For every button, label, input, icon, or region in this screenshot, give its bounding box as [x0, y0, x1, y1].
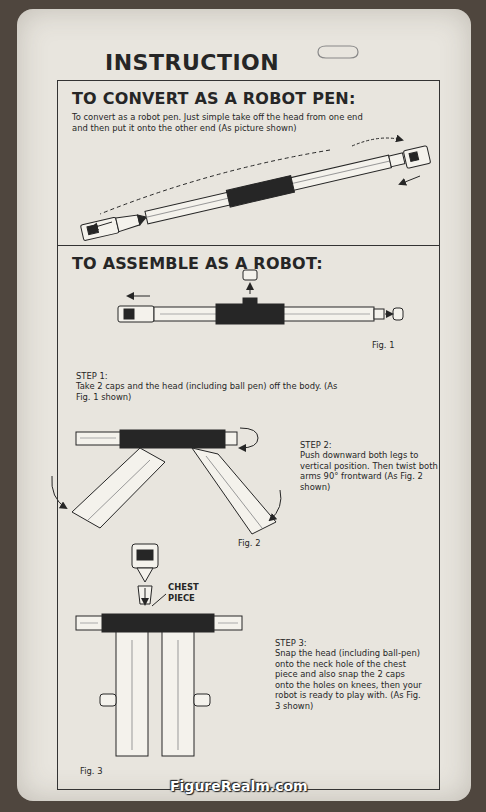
step-heading: STEP 1:	[76, 371, 108, 382]
fig3-robot-part	[218, 623, 238, 624]
instruction-panel: TO CONVERT AS A ROBOT PEN: To convert as …	[57, 80, 440, 246]
pen-drawing-part	[87, 225, 99, 235]
fig2-robot-part	[192, 448, 276, 534]
instruction-text: To convert as a robot pen. Just simple t…	[72, 112, 372, 133]
pen-drawing-part	[116, 213, 141, 232]
fig2-robot-part	[72, 448, 165, 528]
fig2-robot	[52, 428, 281, 534]
pen-drawing-part	[389, 153, 405, 167]
step-heading: STEP 2:	[300, 440, 332, 451]
fig1-pen-part	[124, 309, 134, 319]
step-heading: STEP 3:	[275, 638, 307, 649]
moving-head	[92, 138, 431, 228]
fig3-robot	[76, 544, 242, 756]
step-text: Snap the head (including ball-pen) onto …	[275, 648, 425, 711]
fig3-robot-part	[138, 586, 152, 604]
fig2-robot-part	[206, 456, 262, 528]
fig2-robot-part	[120, 430, 225, 448]
fig3-robot-part	[137, 550, 153, 560]
pen-drawing-part	[80, 217, 119, 241]
fig3-robot-part	[145, 588, 146, 604]
section-heading: TO ASSEMBLE AS A ROBOT:	[72, 254, 323, 273]
pen-drawing	[80, 150, 405, 241]
fig1-pen-part	[250, 284, 251, 294]
moving-head-part	[400, 176, 420, 184]
instruction-panel: TO ASSEMBLE AS A ROBOT:	[57, 245, 440, 790]
fig2-robot-part	[52, 476, 66, 508]
fig2-robot-part	[270, 490, 281, 520]
hanger-hole-part	[318, 46, 358, 58]
part-label: CHEST PIECE	[168, 582, 212, 603]
figure-label: Fig. 2	[238, 538, 261, 549]
fig2-robot-part	[225, 432, 237, 445]
figure-label: Fig. 3	[80, 766, 103, 777]
fig2-robot-part	[76, 432, 120, 445]
page-title: INSTRUCTION	[105, 50, 279, 75]
fig3-robot-part	[152, 594, 166, 606]
fig3-robot-part	[116, 632, 148, 756]
watermark: FigureRealm.com	[170, 778, 308, 796]
fig3-robot-part	[132, 544, 158, 568]
fig1-pen-part	[118, 306, 154, 322]
fig1-pen-part	[385, 314, 392, 315]
fig2-robot-part	[240, 428, 258, 448]
fig1-pen-part	[374, 309, 384, 319]
fig3-robot-part	[178, 640, 179, 750]
fig1-pen-part	[393, 308, 403, 320]
fig3-robot-part	[214, 616, 242, 630]
fig3-robot-part	[76, 616, 102, 630]
section-heading: TO CONVERT AS A ROBOT PEN:	[72, 89, 356, 108]
fig2-robot-part	[80, 438, 116, 439]
pen-drawing-part	[145, 155, 392, 224]
hanger-hole	[318, 46, 358, 58]
fig3-robot-part	[100, 694, 116, 706]
moving-head-part	[352, 138, 402, 146]
fig1-pen-part	[216, 304, 284, 324]
fig3-robot-part	[162, 632, 194, 756]
fig1-pen	[118, 270, 403, 324]
moving-head-part	[100, 150, 330, 214]
fig2-robot-part	[88, 460, 150, 520]
fig1-pen-part	[243, 298, 257, 305]
fig3-robot-part	[137, 568, 153, 582]
moving-head-part	[92, 222, 112, 228]
figure-label: Fig. 1	[372, 340, 395, 351]
step-text: Push downward both legs to vertical posi…	[300, 450, 442, 492]
moving-head-part	[409, 152, 419, 162]
moving-head-part	[403, 146, 430, 169]
fig1-pen-part	[128, 296, 150, 297]
fig3-robot-part	[102, 614, 214, 632]
fig3-robot-part	[132, 640, 133, 750]
fig3-robot-part	[80, 623, 98, 624]
pen-drawing-part	[226, 176, 294, 207]
fig3-robot-part	[194, 694, 210, 706]
pen-drawing-part	[146, 161, 390, 217]
step-text: Take 2 caps and the head (including ball…	[76, 381, 338, 402]
